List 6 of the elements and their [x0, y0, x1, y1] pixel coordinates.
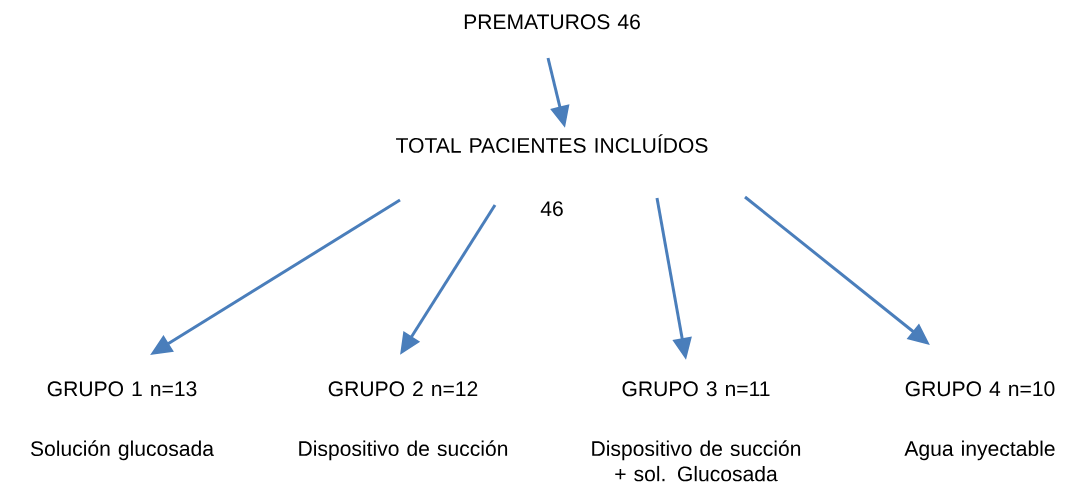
text-label: GRUPO 3 n=11 Dispositivo de succión + sol. Glucosada	[592, 381, 801, 482]
text-label: TOTAL PACIENTES INCLUÍDOS 46	[396, 134, 708, 217]
text-label: GRUPO 2 n=12 Dispositivo de succión	[299, 381, 508, 461]
text-label: GRUPO 4 n=10 Agua inyectable	[904, 381, 1055, 461]
text-label: PREMATUROS 46	[464, 14, 640, 30]
text-label: GRUPO 1 n=13 Solución glucosada	[30, 381, 214, 461]
